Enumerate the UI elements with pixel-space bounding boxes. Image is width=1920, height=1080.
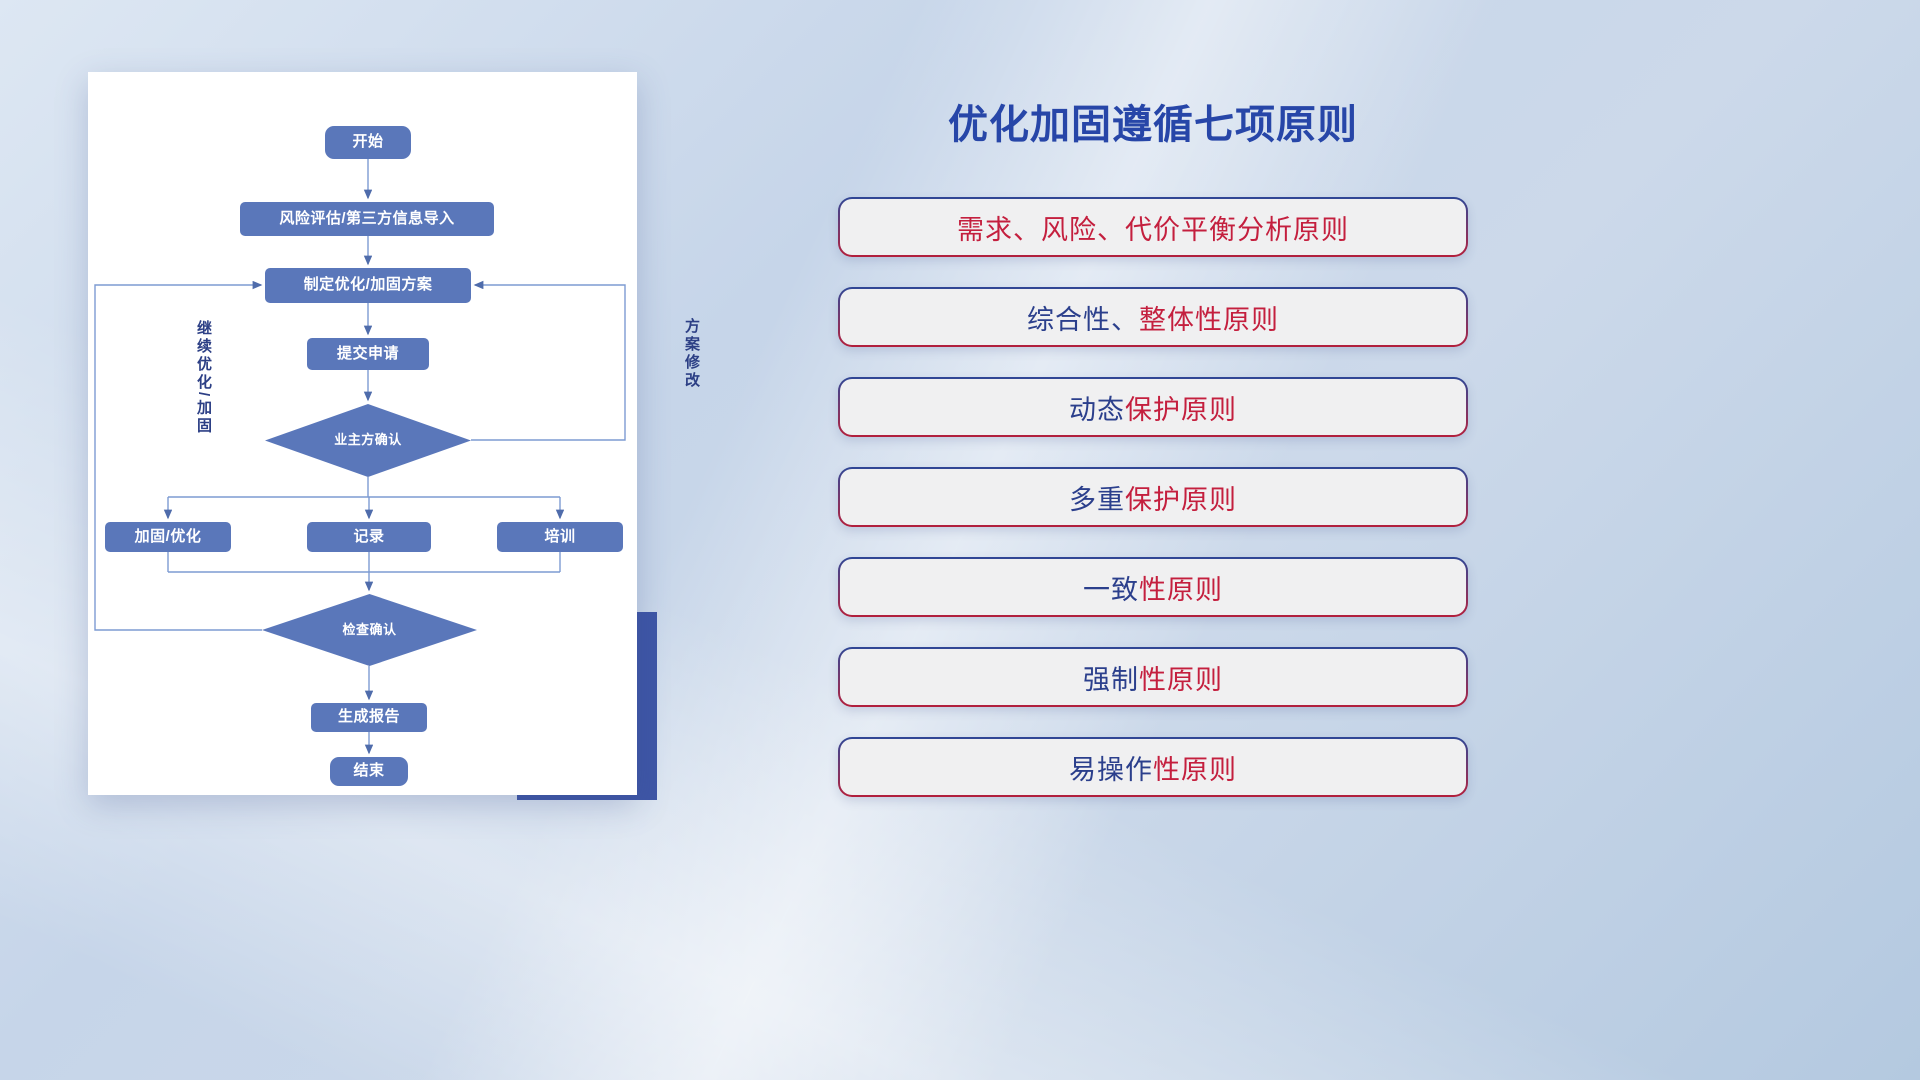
slide-title: 优化加固遵循七项原则 <box>948 103 1358 147</box>
flow-edge-label-continue-loop: 继续优化/加固 <box>195 320 212 436</box>
principles-list: 需求、风险、代价平衡分析原则 综合性、整体性原则 动态保护原则 多重保护原则 <box>838 197 1468 797</box>
flow-node-submit: 提交申请 <box>307 338 429 370</box>
principle-item-5-body: 一致性原则 <box>840 559 1466 615</box>
flow-connectors <box>94 159 626 755</box>
principle-7-tail-text: 性原则 <box>1153 754 1237 785</box>
principle-item-1-body: 需求、风险、代价平衡分析原则 <box>840 199 1466 255</box>
principle-item-2-body: 综合性、整体性原则 <box>840 289 1466 345</box>
flowchart-panel: 开始 风险评估/第三方信息导入 制定优化/加固方案 提交申请 业主方确认 加固/… <box>88 72 700 795</box>
principle-item-4: 多重保护原则 <box>838 467 1468 527</box>
flow-edge-label-revise-loop: 方案修改 <box>683 318 700 390</box>
principle-item-1: 需求、风险、代价平衡分析原则 <box>838 197 1468 257</box>
principle-3-lead-text: 动态 <box>1069 394 1125 425</box>
flow-node-reinforce-optimize: 加固/优化 <box>105 522 231 552</box>
principle-item-6: 强制性原则 <box>838 647 1468 707</box>
principle-item-3-body: 动态保护原则 <box>840 379 1466 435</box>
principle-6-tail-text: 性原则 <box>1139 664 1223 695</box>
flow-node-make-plan: 制定优化/加固方案 <box>265 268 471 303</box>
principle-item-4-body: 多重保护原则 <box>840 469 1466 525</box>
flow-node-training: 培训 <box>497 522 623 552</box>
principle-6-lead-text: 强制 <box>1083 664 1139 695</box>
principle-2-tail-text: 整体性原则 <box>1139 304 1279 335</box>
principle-5-tail-text: 性原则 <box>1139 574 1223 605</box>
principle-4-tail-text: 保护原则 <box>1125 484 1237 515</box>
flow-node-record: 记录 <box>307 522 431 552</box>
principle-item-5: 一致性原则 <box>838 557 1468 617</box>
flow-node-end: 结束 <box>330 757 408 786</box>
flow-node-report: 生成报告 <box>311 703 427 732</box>
principle-7-lead-text: 易操作 <box>1069 754 1153 785</box>
principle-3-tail-text: 保护原则 <box>1125 394 1237 425</box>
principle-item-3: 动态保护原则 <box>838 377 1468 437</box>
principle-5-lead-text: 一致 <box>1083 574 1139 605</box>
principles-section: 优化加固遵循七项原则 需求、风险、代价平衡分析原则 综合性、整体性原则 动态保护… <box>838 0 1468 1080</box>
principle-1-tail-text: 需求、风险、代价平衡分析原则 <box>957 214 1349 245</box>
principle-item-2: 综合性、整体性原则 <box>838 287 1468 347</box>
principle-2-lead-text: 综合性、 <box>1027 304 1139 335</box>
flow-node-start: 开始 <box>325 126 411 159</box>
principle-4-lead-text: 多重 <box>1069 484 1125 515</box>
flow-node-risk-import: 风险评估/第三方信息导入 <box>240 202 494 236</box>
principle-item-6-body: 强制性原则 <box>840 649 1466 705</box>
principle-item-7-body: 易操作性原则 <box>840 739 1466 795</box>
principle-item-7: 易操作性原则 <box>838 737 1468 797</box>
